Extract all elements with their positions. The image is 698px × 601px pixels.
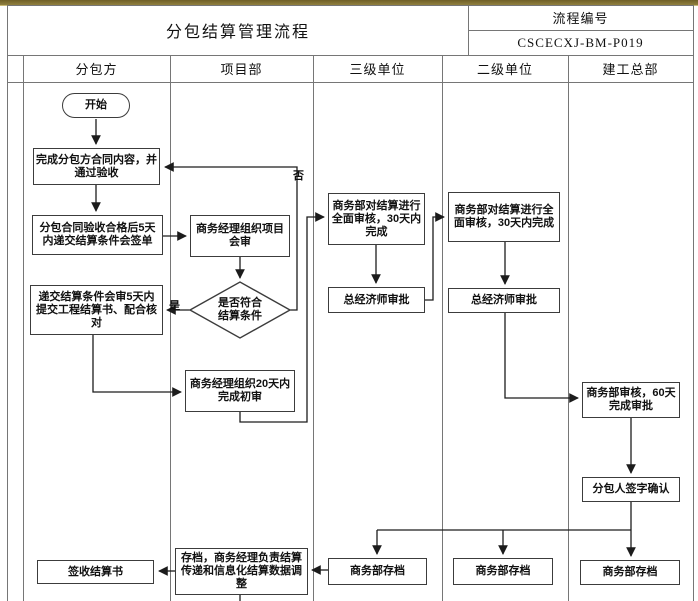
- node-archive-transfer: 存档，商务经理负责结算传递和信息化结算数据调整: [175, 548, 308, 595]
- connector-settlebook-to-initreview: [92, 335, 182, 397]
- process-code-label: 流程编号: [552, 11, 609, 26]
- lane-divider-2: [313, 55, 314, 601]
- lane-divider-3: [442, 55, 443, 601]
- outer-left-border: [7, 5, 8, 601]
- lane-divider-1: [170, 55, 171, 601]
- node-l2-archive: 商务部存档: [453, 558, 553, 585]
- title-row-divider: [7, 55, 694, 56]
- lane-header-subcontractor: 分包方: [75, 62, 118, 77]
- lane-header-third-level-unit: 三级单位: [349, 62, 406, 77]
- branch-label-yes: 是: [169, 300, 180, 312]
- node-sign-receive: 签收结算书: [37, 560, 154, 584]
- lane-header-project-dept: 项目部: [220, 62, 263, 77]
- node-complete-contract: 完成分包方合同内容，并通过验收: [33, 148, 160, 185]
- lane-divider-strip: [23, 55, 24, 601]
- lane-header-hq: 建工总部: [602, 62, 659, 77]
- connector-initreview-to-l3review: [239, 212, 325, 423]
- connector-decision-no-to-complete: [164, 162, 298, 311]
- node-hq-archive: 商务部存档: [580, 560, 680, 585]
- branch-label-no: 否: [293, 170, 304, 182]
- node-hq-review: 商务部审核，60天完成审批: [582, 382, 680, 418]
- node-submit-settlement-book: 递交结算条件会审5天内提交工程结算书、配合核对: [30, 285, 163, 335]
- node-submit-countersign: 分包合同验收合格后5天内递交结算条件会签单: [32, 215, 163, 255]
- node-l3-approve: 总经济师审批: [328, 287, 425, 313]
- connector-l3approve-to-l2review: [425, 212, 445, 301]
- lane-header-second-level-unit: 二级单位: [476, 62, 533, 77]
- node-l2-review: 商务部对结算进行全面审核，30天内完成: [448, 192, 560, 242]
- node-l3-archive: 商务部存档: [328, 558, 427, 585]
- page-title: 分包结算管理流程: [165, 24, 310, 41]
- node-l2-approve: 总经济师审批: [448, 288, 560, 313]
- node-start: 开始: [62, 93, 130, 118]
- process-code-value: CSCECXJ-BM-P019: [517, 34, 644, 50]
- lane-divider-4: [568, 55, 569, 601]
- decision-diamond-label: 是否符合结算条件: [218, 297, 262, 322]
- decision-diamond-shape: [188, 281, 292, 339]
- node-project-review: 商务经理组织项目会审: [190, 215, 290, 257]
- node-l3-review: 商务部对结算进行全面审核，30天内完成: [328, 193, 425, 245]
- node-hq-sign: 分包人签字确认: [582, 477, 680, 502]
- outer-top-border: [7, 5, 694, 6]
- outer-right-border: [693, 5, 694, 601]
- code-row-divider: [468, 30, 693, 31]
- node-initial-review: 商务经理组织20天内完成初审: [185, 370, 295, 412]
- connector-l2approve-to-hqreview: [504, 313, 579, 403]
- lane-header-divider: [7, 82, 694, 83]
